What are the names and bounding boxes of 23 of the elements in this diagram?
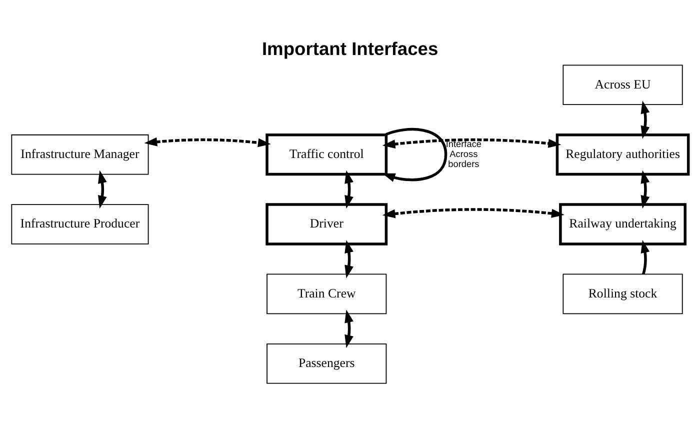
diagram-title: Important Interfaces: [262, 38, 438, 60]
node-box: Across EU: [562, 64, 683, 106]
arrow: [382, 208, 564, 218]
arrow: [344, 170, 354, 209]
node-box: Traffic control: [266, 133, 388, 176]
arrow: [382, 128, 448, 182]
node-box: Railway undertaking: [559, 203, 686, 246]
arrow: [640, 240, 650, 275]
node-box: Train Crew: [266, 274, 387, 314]
arrow: [344, 240, 354, 278]
arrow: [382, 138, 562, 149]
node-box: Passengers: [266, 343, 387, 384]
node-box: Driver: [266, 203, 388, 246]
arrow: [144, 137, 271, 148]
node-box: Infrastructure Producer: [11, 204, 149, 244]
node-box: Infrastructure Manager: [11, 134, 149, 175]
arrow: [344, 310, 354, 348]
node-box: Rolling stock: [562, 274, 683, 314]
edge-label: Interface Across borders: [446, 138, 482, 169]
arrow: [640, 100, 650, 139]
arrow: [98, 170, 107, 209]
arrow: [640, 170, 650, 209]
node-box: Regulatory authorities: [556, 133, 690, 176]
